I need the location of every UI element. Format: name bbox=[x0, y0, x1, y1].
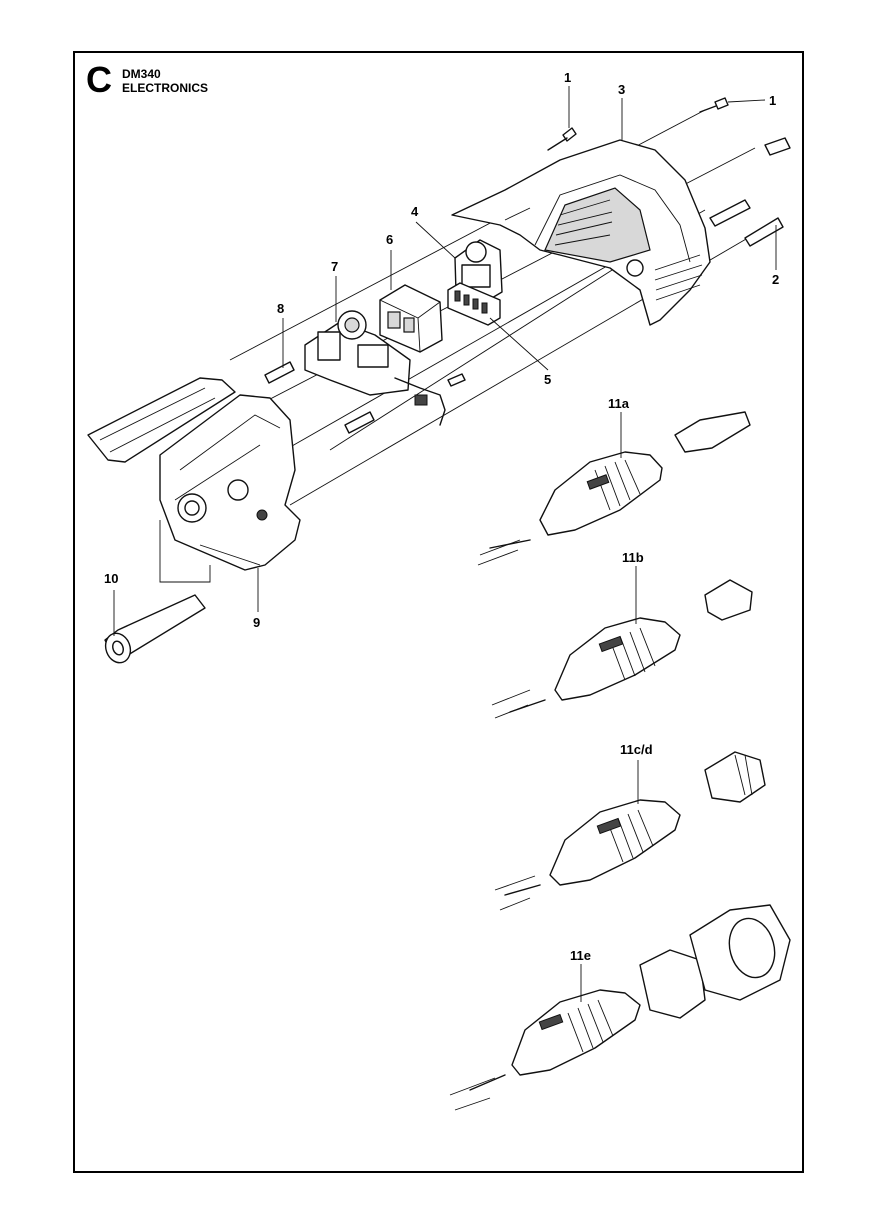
screw-part-8-small bbox=[447, 373, 466, 387]
callout-5: 5 bbox=[544, 372, 551, 387]
callout-9: 9 bbox=[253, 615, 260, 630]
terminal-block-part-5 bbox=[447, 282, 501, 326]
callout-7: 7 bbox=[331, 259, 338, 274]
handle-rail bbox=[87, 377, 236, 463]
callout-6: 6 bbox=[386, 232, 393, 247]
callout-1-top: 1 bbox=[564, 70, 571, 85]
cord-set-11b bbox=[491, 579, 753, 719]
callout-4: 4 bbox=[411, 204, 419, 219]
screw-part-8-middle bbox=[344, 411, 375, 434]
screw-part-2-lower bbox=[744, 217, 784, 247]
cord-set-11cd bbox=[494, 751, 766, 911]
callout-3: 3 bbox=[618, 82, 625, 97]
model-label: DM340 bbox=[122, 67, 161, 81]
cable-sleeve-part-10 bbox=[104, 520, 211, 664]
callout-labels: 1 3 1 2 4 6 7 8 5 9 10 11a 11b 11c/d 11e bbox=[104, 70, 779, 963]
section-title: ELECTRONICS bbox=[122, 81, 209, 95]
cord-set-11e bbox=[449, 904, 791, 1111]
callout-2: 2 bbox=[772, 272, 779, 287]
screw-part-8-upper bbox=[264, 361, 295, 384]
electronics-board-part-7 bbox=[304, 310, 446, 426]
drawing-frame bbox=[73, 51, 804, 1173]
callout-1-right: 1 bbox=[769, 93, 776, 108]
switch-module-part-6 bbox=[379, 284, 443, 353]
callout-10: 10 bbox=[104, 571, 118, 586]
callout-11e: 11e bbox=[570, 948, 591, 963]
cord-set-11a bbox=[477, 411, 751, 566]
screw-part-1-left bbox=[547, 127, 577, 151]
callout-11cd: 11c/d bbox=[620, 742, 653, 757]
callout-leaders bbox=[113, 86, 777, 1002]
upper-housing-cover bbox=[451, 139, 711, 326]
callout-11a: 11a bbox=[608, 396, 630, 411]
callout-11b: 11b bbox=[622, 550, 644, 565]
callout-8: 8 bbox=[277, 301, 284, 316]
end-housing-part-9 bbox=[159, 394, 301, 571]
screw-part-2-upper bbox=[764, 137, 791, 156]
section-letter: C bbox=[86, 59, 112, 100]
screw-part-1-right bbox=[699, 97, 729, 113]
screw-part-2-middle bbox=[709, 199, 751, 227]
